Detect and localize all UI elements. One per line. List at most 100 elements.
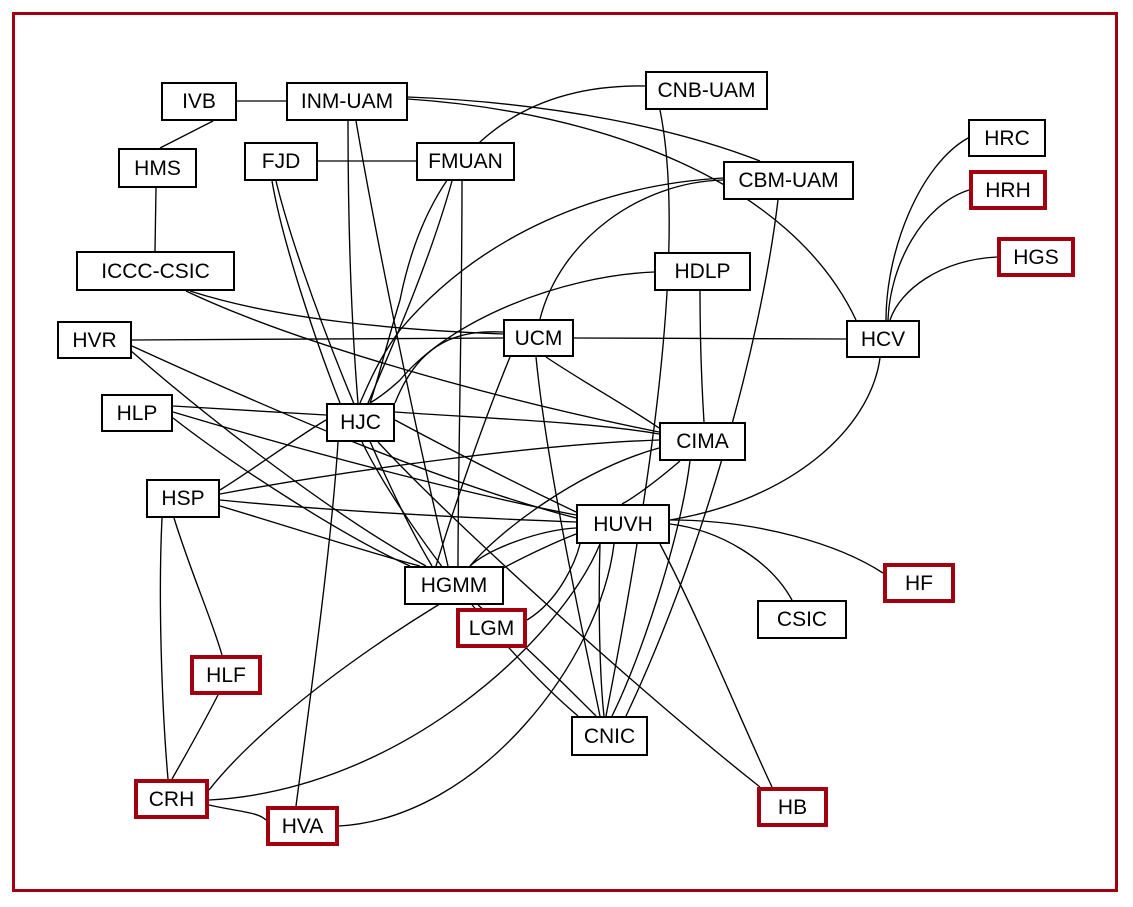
graph-node-label: HVA <box>281 814 324 838</box>
graph-edge <box>889 256 998 321</box>
graph-edge <box>573 337 847 340</box>
graph-edge <box>159 120 214 149</box>
graph-node-label: CIMA <box>676 430 729 453</box>
graph-node-label: HB <box>777 795 808 819</box>
graph-node-label: IVB <box>182 90 216 113</box>
graph-edge <box>275 180 433 567</box>
graph-node-ucm[interactable]: UCM <box>503 319 574 357</box>
graph-edge <box>407 96 761 162</box>
graph-edge <box>129 349 427 567</box>
graph-node-fmuan[interactable]: FMUAN <box>416 142 515 181</box>
graph-edge <box>347 120 359 404</box>
graph-edge <box>359 177 724 404</box>
graph-edge <box>598 543 605 717</box>
graph-node-huvh[interactable]: HUVH <box>576 504 670 544</box>
graph-edge <box>367 180 453 404</box>
graph-node-label: HMS <box>134 156 181 180</box>
graph-edge <box>369 271 655 404</box>
graph-node-label: HSP <box>161 487 205 510</box>
graph-edge <box>469 447 660 567</box>
graph-edge <box>219 419 327 491</box>
graph-node-iccc-csic[interactable]: ICCC-CSIC <box>76 251 235 291</box>
graph-edge <box>154 187 157 252</box>
graph-node-label: HF <box>905 571 933 595</box>
graph-node-cima[interactable]: CIMA <box>659 422 746 461</box>
graph-edge <box>171 694 219 780</box>
graph-edge <box>407 98 857 321</box>
graph-node-label: ICCC-CSIC <box>101 259 210 283</box>
graph-edge <box>669 523 793 601</box>
graph-edge <box>539 179 724 320</box>
graph-edge <box>131 337 504 341</box>
graph-edge <box>611 460 691 717</box>
graph-node-fjd[interactable]: FJD <box>244 142 318 181</box>
graph-edge <box>173 517 223 656</box>
graph-node-hdlp[interactable]: HDLP <box>654 252 751 291</box>
graph-edge <box>699 290 705 423</box>
graph-edge <box>172 417 411 567</box>
graph-edge <box>394 419 577 513</box>
graph-node-crh[interactable]: CRH <box>134 779 209 819</box>
graph-node-hf[interactable]: HF <box>883 563 955 603</box>
graph-node-hlf[interactable]: HLF <box>190 655 262 695</box>
graph-edge <box>887 189 970 321</box>
graph-edge <box>208 543 601 801</box>
graph-edge <box>369 85 646 404</box>
graph-node-label: HGMM <box>420 574 488 597</box>
graph-node-hjc[interactable]: HJC <box>326 403 395 442</box>
graph-node-label: CNB-UAM <box>657 79 756 102</box>
graph-node-hb[interactable]: HB <box>757 787 828 827</box>
graph-node-lgm[interactable]: LGM <box>456 608 527 648</box>
graph-edge <box>338 543 615 827</box>
graph-edge <box>219 499 577 523</box>
graph-edge <box>659 543 773 788</box>
graph-edge <box>172 405 327 416</box>
graph-edge <box>189 290 504 335</box>
graph-edge <box>394 331 504 404</box>
graph-edge <box>377 441 761 788</box>
graph-node-label: HGS <box>1013 245 1059 269</box>
graph-node-hgs[interactable]: HGS <box>997 237 1075 277</box>
graph-node-hlp[interactable]: HLP <box>101 394 173 432</box>
graph-edge <box>271 180 341 404</box>
graph-node-ivb[interactable]: IVB <box>161 82 237 121</box>
graph-edge <box>545 356 660 429</box>
graph-node-hva[interactable]: HVA <box>266 806 339 846</box>
graph-node-inm-uam[interactable]: INM-UAM <box>286 82 408 121</box>
graph-edge <box>605 109 670 717</box>
graph-node-hrh[interactable]: HRH <box>969 170 1047 210</box>
graph-node-hcv[interactable]: HCV <box>846 320 920 358</box>
graph-node-label: INM-UAM <box>300 90 394 113</box>
graph-edge <box>394 411 660 435</box>
graph-node-label: FMUAN <box>428 150 503 173</box>
graph-edge <box>219 439 660 495</box>
graph-edge <box>172 411 577 516</box>
graph-node-label: UCM <box>514 326 563 350</box>
graph-edge <box>295 441 339 807</box>
graph-node-label: CRH <box>148 787 195 811</box>
graph-edge <box>526 543 581 621</box>
graph-node-hvr[interactable]: HVR <box>57 321 132 359</box>
graph-edge <box>435 356 511 567</box>
graph-node-label: HJC <box>340 411 381 434</box>
graph-node-label: LGM <box>468 616 515 640</box>
graph-edge <box>208 533 577 791</box>
graph-node-hsp[interactable]: HSP <box>146 479 220 518</box>
graph-node-cbm-uam[interactable]: CBM-UAM <box>723 161 854 200</box>
graph-edge <box>885 137 969 321</box>
graph-edge <box>669 357 881 521</box>
graph-node-cnic[interactable]: CNIC <box>571 716 648 756</box>
graph-edge <box>208 804 267 821</box>
graph-node-cnb-uam[interactable]: CNB-UAM <box>645 71 768 110</box>
graph-edge <box>469 527 577 567</box>
graph-node-label: HVR <box>72 328 117 352</box>
graph-node-hms[interactable]: HMS <box>118 148 197 188</box>
graph-node-label: HUVH <box>593 512 653 536</box>
graph-node-hrc[interactable]: HRC <box>968 119 1046 157</box>
graph-edge <box>219 505 421 567</box>
graph-node-label: HRC <box>984 126 1030 150</box>
graph-node-hgmm[interactable]: HGMM <box>404 566 504 605</box>
graph-node-csic[interactable]: CSIC <box>757 600 847 639</box>
